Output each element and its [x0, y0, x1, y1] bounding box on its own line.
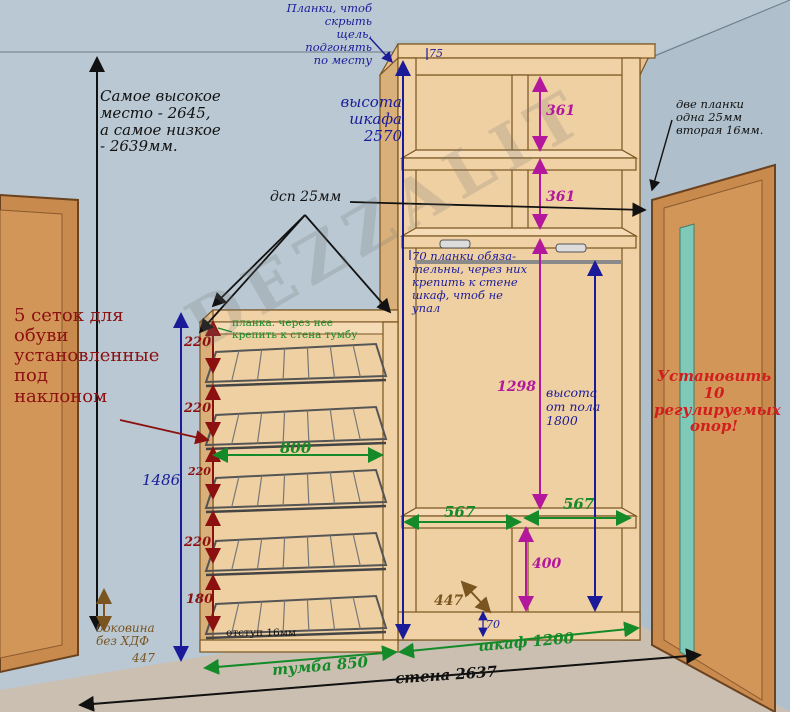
dim-800-label: 800: [280, 439, 312, 457]
cabinet-height-label: высота шкафа 2570: [340, 93, 402, 145]
wardrobe-left-panel: [397, 57, 417, 641]
planki-top-note: Планки, чтоб скрыть щель, подгонять по м…: [286, 1, 372, 67]
dim-220-1-label: 220: [184, 335, 212, 350]
strips-70-note: 70 планки обяза- тельны, через них крепи…: [412, 249, 528, 315]
rail-bracket-right-icon: [555, 243, 587, 253]
dim-220-3-label: 220: [188, 465, 211, 478]
right-door: [651, 163, 776, 712]
dim-1486-label: 1486: [142, 471, 181, 489]
floor-height-note: высота от пола 1800: [546, 385, 601, 428]
dim-75-label: 75: [429, 47, 443, 60]
plank-note: планка. через нее крепить к стена тумбу: [232, 317, 358, 341]
dim-447-b-label: 447: [132, 651, 155, 665]
left-door: [0, 193, 79, 674]
pointer-lines: [119, 37, 673, 445]
dim-1298-label: 1298: [497, 379, 536, 395]
dim-220-4-label: 220: [184, 535, 212, 550]
dim-567-b-label: 567: [563, 495, 595, 513]
dimension-lines: [78, 48, 702, 712]
dsp-label: дсп 25мм: [270, 189, 342, 205]
adjustable-supports-note: Установить 10 регулируемых опор!: [654, 367, 781, 436]
shelf-3: [399, 507, 639, 517]
two-strips-note: две планки одна 25мм вторая 16мм.: [676, 97, 764, 137]
shoe-racks-note: 5 сеток для обуви установленные под накл…: [14, 305, 160, 407]
rail-bracket-left-icon: [439, 239, 471, 249]
wardrobe-right-panel: [621, 57, 641, 641]
dim-70-bottom-label: 70: [486, 618, 500, 631]
dim-361-a-label: 361: [546, 103, 576, 119]
side-panel-note: боковина без ХДФ: [96, 621, 155, 649]
dim-361-b-label: 361: [546, 189, 576, 205]
shoe-cabinet-back: [212, 321, 399, 643]
dim-220-2-label: 220: [184, 401, 212, 416]
dim-400-label: 400: [532, 556, 562, 572]
max-height-note: Самое высокое место - 2645, а самое низк…: [100, 87, 221, 156]
offset-16-note: отступ 16мм: [226, 627, 297, 639]
dim-567-a-label: 567: [444, 503, 476, 521]
dim-180-label: 180: [186, 592, 214, 607]
dim-447-label: 447: [434, 593, 464, 609]
